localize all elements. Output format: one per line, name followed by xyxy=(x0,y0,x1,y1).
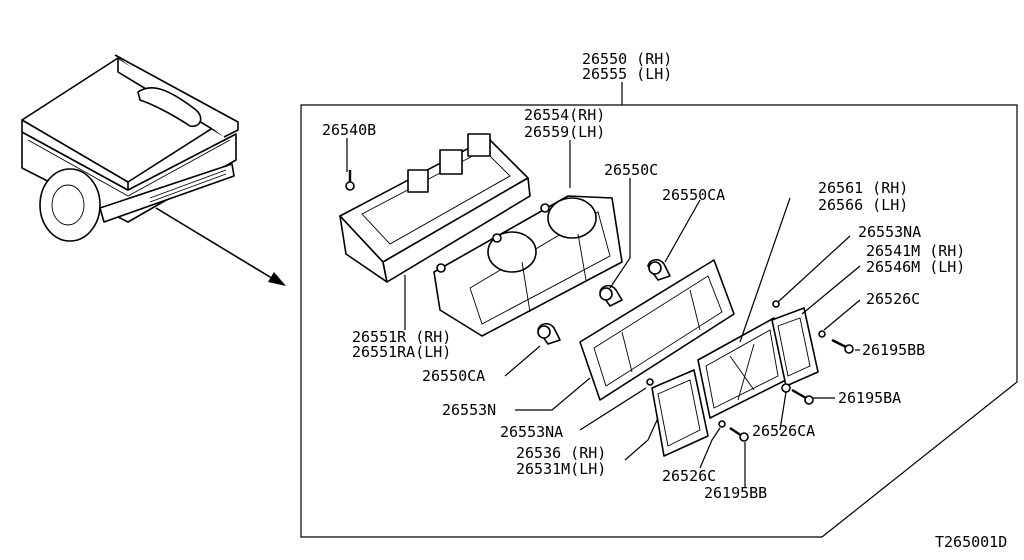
screw-26540B xyxy=(345,170,355,191)
label-26566-lh: 26566 (LH) xyxy=(818,196,908,214)
bulb-26550CA-bottom xyxy=(537,322,561,345)
label-26559-lh: 26559(LH) xyxy=(524,123,605,141)
assembly-outline xyxy=(300,104,1018,538)
screw-26195BB-right xyxy=(831,338,854,354)
lamp-housing-26551R xyxy=(339,133,531,283)
leader-lines xyxy=(346,138,861,488)
clip-26553NA-bottom xyxy=(646,378,654,386)
label-26550C: 26550C xyxy=(604,161,658,179)
label-26550CA-bottom: 26550CA xyxy=(422,367,485,385)
label-26195BB-bottom: 26195BB xyxy=(704,484,767,502)
clip-26526C-bottom xyxy=(718,420,726,428)
lens-26536 xyxy=(651,369,709,457)
label-26526C-top: 26526C xyxy=(866,290,920,308)
label-26553NA-bottom: 26553NA xyxy=(500,423,563,441)
label-26541M-rh: 26541M (RH) xyxy=(866,242,965,260)
clip-26553NA-top xyxy=(772,300,780,308)
label-26531M-lh: 26531M(LH) xyxy=(516,460,606,478)
truck-illustration xyxy=(21,54,286,286)
label-26526CA: 26526CA xyxy=(752,422,815,440)
lens-26541M xyxy=(771,307,819,387)
label-26526C-bottom: 26526C xyxy=(662,467,716,485)
label-header-rh: 26550 (RH) xyxy=(582,50,672,68)
bulb-26550C xyxy=(599,284,623,307)
lens-26561 xyxy=(697,317,787,419)
label-26551RA-lh: 26551RA(LH) xyxy=(352,343,451,361)
label-26553NA-top: 26553NA xyxy=(858,223,921,241)
screw-26195BB-bottom xyxy=(729,427,749,442)
socket-assembly-26554 xyxy=(433,195,623,337)
gasket-26553N xyxy=(579,259,735,401)
label-26195BB-right: 26195BB xyxy=(862,341,925,359)
label-26546M-lh: 26546M (LH) xyxy=(866,258,965,276)
diagram-code: T265001D xyxy=(935,533,1007,551)
label-26551R-rh: 26551R (RH) xyxy=(352,328,451,346)
bulb-26550CA-top xyxy=(647,258,671,281)
clip-26526CA xyxy=(781,383,791,393)
clip-26526C-top xyxy=(818,330,826,338)
label-26554-rh: 26554(RH) xyxy=(524,106,605,124)
label-26550CA-top: 26550CA xyxy=(662,186,725,204)
screw-26195BA xyxy=(791,388,814,405)
label-26553N: 26553N xyxy=(442,401,496,419)
label-26536-rh: 26536 (RH) xyxy=(516,444,606,462)
label-26561-rh: 26561 (RH) xyxy=(818,179,908,197)
label-header-lh: 26555 (LH) xyxy=(582,65,672,83)
label-26540B: 26540B xyxy=(322,121,376,139)
label-26195BA: 26195BA xyxy=(838,389,901,407)
